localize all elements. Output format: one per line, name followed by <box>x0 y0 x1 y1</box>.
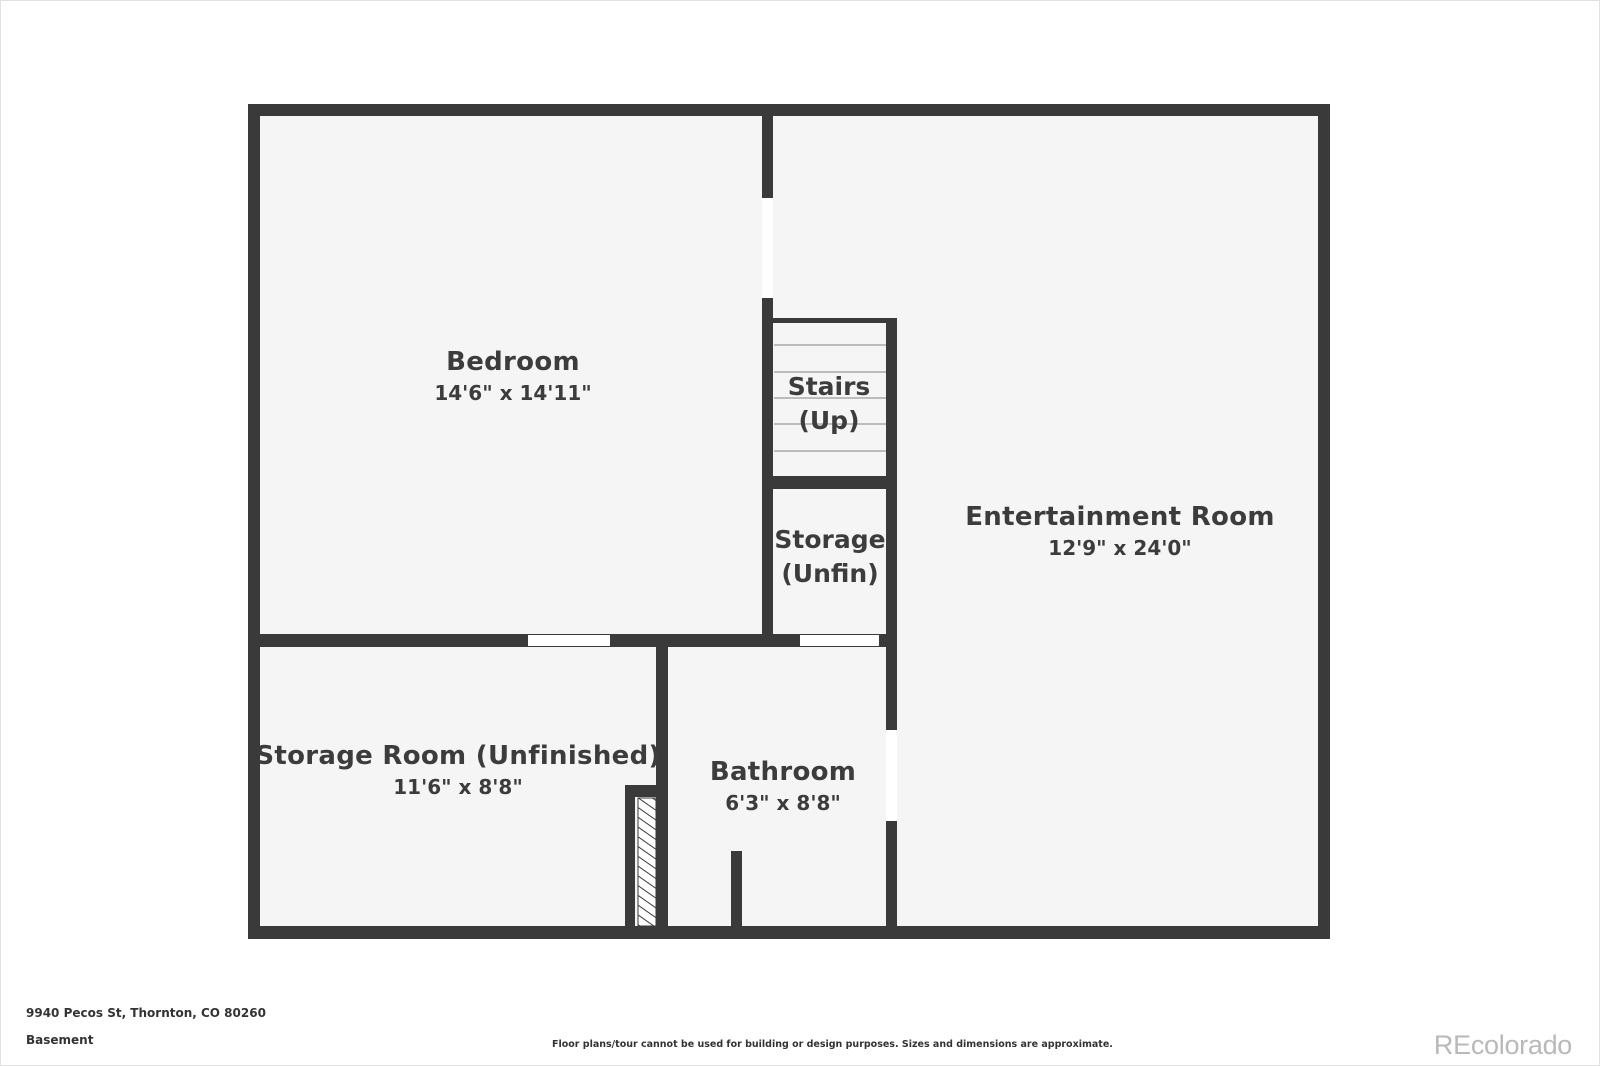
room-name-sub: (Up) <box>798 406 860 435</box>
door-bedroom-entertainment <box>762 198 773 298</box>
door-bathroom-entertainment <box>886 730 897 821</box>
room-stairs: Stairs (Up) <box>788 370 871 438</box>
room-storage-small: Storage (Unfin) <box>774 523 885 591</box>
room-name-sub: (Unfin) <box>781 559 879 588</box>
stair-treads <box>774 344 886 452</box>
room-name: Stairs <box>787 372 871 401</box>
door-bedroom-storage <box>528 635 610 646</box>
room-storage-unfinished: Storage Room (Unfinished) 11'6" x 8'8" <box>255 739 660 801</box>
floor-area <box>250 110 1324 937</box>
disclaimer-text: Floor plans/tour cannot be used for buil… <box>552 1039 1113 1050</box>
door-openings <box>528 198 897 821</box>
room-dimensions: 12'9" x 24'0" <box>1048 536 1192 560</box>
room-name: Bathroom <box>709 757 857 787</box>
room-dimensions: 11'6" x 8'8" <box>393 775 523 799</box>
brand-logo: REcolorado <box>1433 1030 1572 1060</box>
door-storage-small <box>800 635 879 646</box>
room-name: Entertainment Room <box>965 502 1275 532</box>
room-name: Storage Room (Unfinished) <box>255 741 661 771</box>
room-name: Bedroom <box>446 347 580 377</box>
property-address: 9940 Pecos St, Thornton, CO 80260 <box>26 1006 266 1020</box>
outer-walls <box>248 104 1330 939</box>
room-dimensions: 14'6" x 14'11" <box>434 381 592 405</box>
hatched-chase <box>637 797 657 927</box>
room-entertainment: Entertainment Room 12'9" x 24'0" <box>965 500 1275 562</box>
room-bedroom: Bedroom 14'6" x 14'11" <box>434 345 591 407</box>
floor-level-label: Basement <box>26 1033 94 1047</box>
room-name: Storage <box>774 525 886 554</box>
room-dimensions: 6'3" x 8'8" <box>725 791 841 815</box>
room-bathroom: Bathroom 6'3" x 8'8" <box>710 755 856 817</box>
